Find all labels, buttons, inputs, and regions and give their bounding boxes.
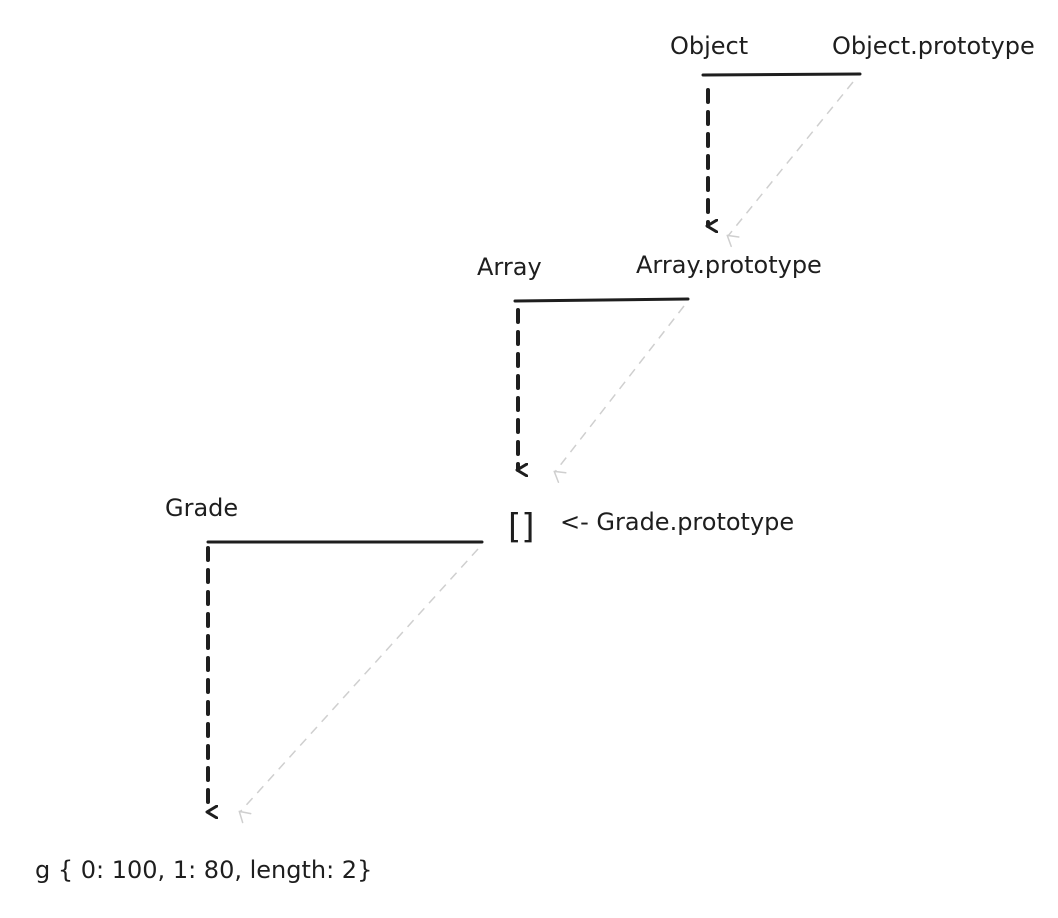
object-constructor-label: Object <box>670 32 748 60</box>
grade-prototype-link-arrow <box>238 548 479 824</box>
object-prototype-link-arrow <box>726 81 854 248</box>
object-prototype-label: Object.prototype <box>832 32 1035 60</box>
array-prototype-label: Array.prototype <box>636 251 822 279</box>
array-constructor-label: Array <box>477 253 542 281</box>
grade-prototype-label: <- Grade.prototype <box>560 508 794 536</box>
array-connector-line <box>513 297 690 303</box>
grade-constructor-label: Grade <box>165 494 238 522</box>
grade-prototype-value: [] <box>508 507 535 547</box>
array-prototype-link-arrow <box>553 305 685 484</box>
instance-label: g { 0: 100, 1: 80, length: 2} <box>35 856 372 884</box>
object-connector-line <box>701 72 862 77</box>
